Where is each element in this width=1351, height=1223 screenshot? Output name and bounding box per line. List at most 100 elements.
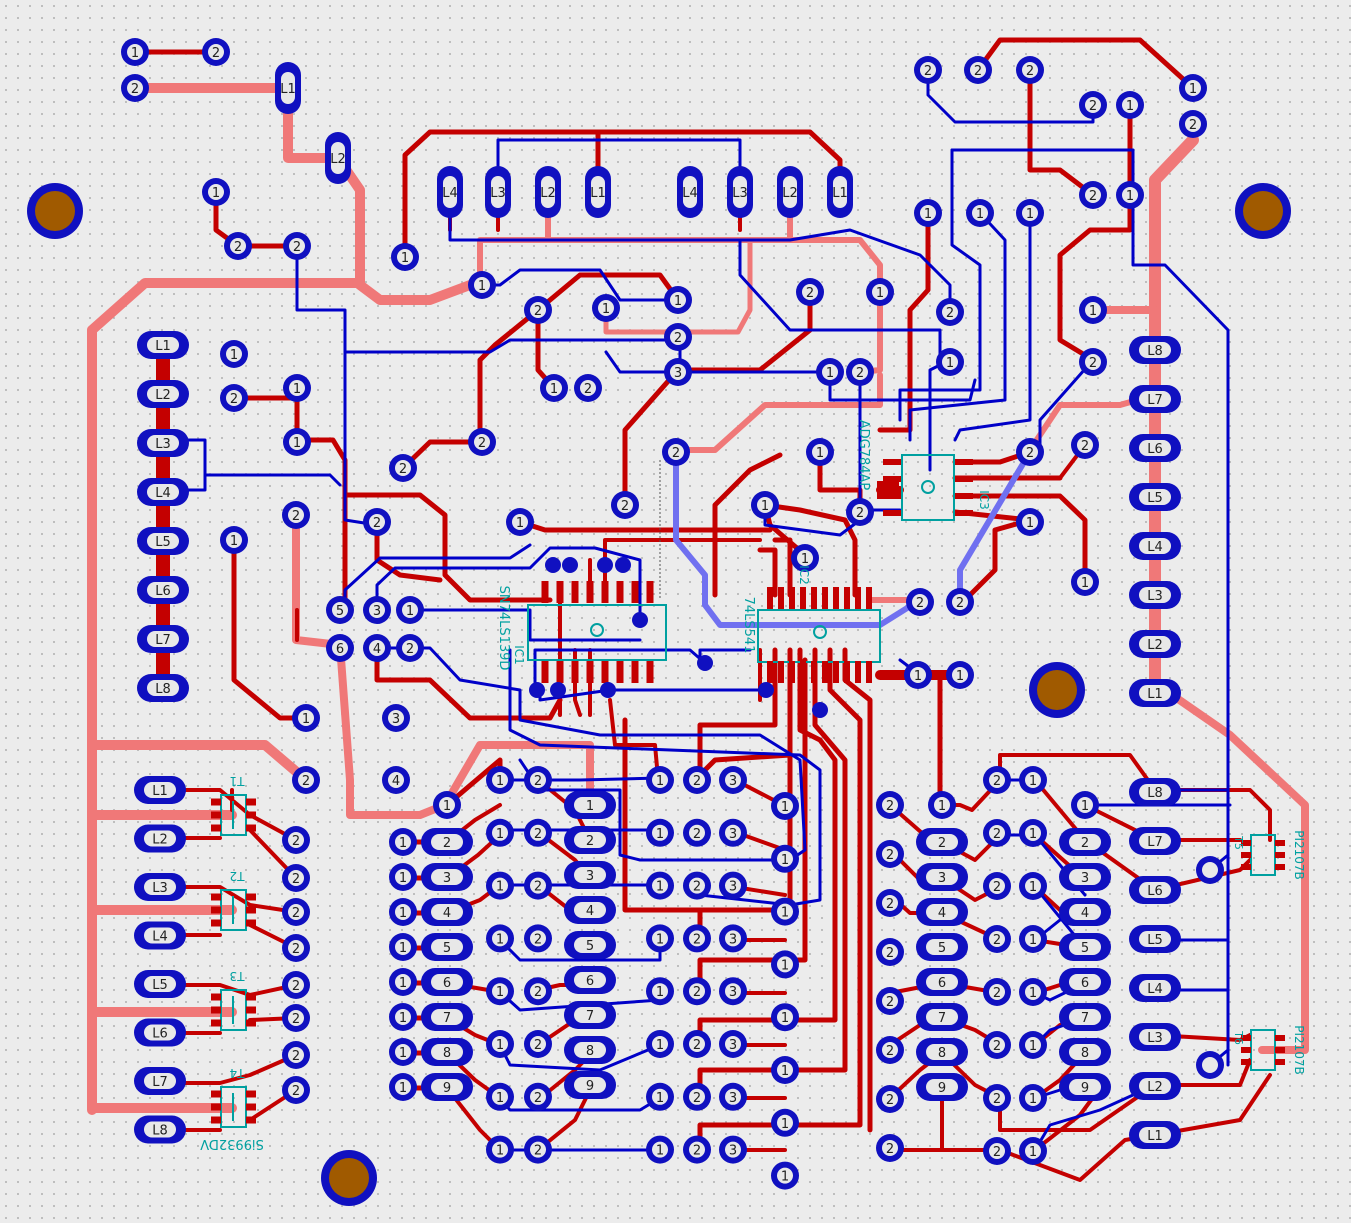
smd-pad — [877, 481, 899, 499]
pad-hole — [1185, 116, 1201, 132]
pad-hole — [1139, 784, 1171, 800]
pad-hole — [144, 1121, 176, 1138]
pad-label: 1 — [1029, 880, 1037, 895]
pad-label: L2 — [1147, 638, 1163, 653]
pad-label: L4 — [1147, 540, 1163, 555]
pad-label: 1 — [1126, 189, 1134, 204]
pad-hole — [920, 62, 936, 78]
pad-hole — [530, 930, 546, 947]
pad-hole — [332, 602, 348, 618]
pad-label: 3 — [729, 985, 737, 1000]
pad-hole — [1139, 1078, 1171, 1094]
pad-hole — [492, 824, 508, 841]
red-trace — [622, 367, 681, 508]
smd-pad — [883, 459, 901, 465]
smd-pad — [211, 906, 221, 914]
smd-pad — [1275, 1059, 1285, 1065]
pad-label: 2 — [993, 827, 1001, 842]
via — [615, 557, 631, 573]
red-trace — [757, 547, 778, 598]
pad-hole — [777, 1062, 793, 1078]
pad-label: 3 — [373, 604, 381, 619]
pad-hole — [989, 1037, 1005, 1053]
pad-hole — [926, 834, 958, 850]
pad-hole — [920, 205, 936, 221]
pad-label: 3 — [392, 712, 400, 727]
smd-pad — [1275, 852, 1285, 858]
ic-center-mark — [590, 623, 604, 637]
pad-label: 1 — [781, 800, 789, 815]
pad-label: 1 — [946, 356, 954, 371]
pad-hole — [288, 1082, 304, 1098]
pad-hole — [1077, 797, 1093, 813]
pad-hole — [1085, 302, 1101, 318]
smd-pad — [246, 993, 256, 1001]
pad-label: 1 — [496, 985, 504, 1000]
red-trace — [400, 307, 541, 471]
pad-label: 2 — [478, 436, 486, 451]
pad-hole — [926, 974, 958, 990]
pad-hole — [298, 772, 314, 788]
pad-label: 3 — [729, 1091, 737, 1106]
smd-pad — [1241, 864, 1251, 870]
blue-trace — [533, 648, 707, 692]
red-trace — [998, 1083, 1157, 1132]
pad-hole — [474, 277, 490, 293]
red-trace — [342, 492, 553, 603]
pad-hole — [574, 902, 606, 918]
pad-hole — [1139, 489, 1171, 505]
pad-hole — [530, 302, 546, 318]
pad-label: 6 — [443, 976, 451, 991]
smd-pad — [855, 587, 861, 609]
red-trace — [975, 37, 1196, 91]
pad-label: 3 — [674, 366, 682, 381]
pad-hole — [443, 176, 457, 208]
pad-label: L5 — [1147, 491, 1163, 506]
pad-hole — [289, 380, 305, 396]
pad-hole — [972, 205, 988, 221]
smd-pad — [646, 581, 654, 603]
pad-hole — [1139, 636, 1171, 652]
pad-hole — [1139, 342, 1171, 358]
pink-trace — [477, 237, 883, 375]
pad-label: L7 — [152, 1075, 168, 1090]
pad-hole — [777, 798, 793, 814]
pad-hole — [395, 974, 411, 990]
pad-label: L7 — [1147, 835, 1163, 850]
pad-hole — [388, 772, 404, 788]
pad-hole — [530, 772, 546, 788]
pad-label: 2 — [443, 836, 451, 851]
pad-hole — [574, 832, 606, 848]
pink-trace — [87, 740, 311, 785]
smd-pad — [631, 581, 639, 603]
pad-label: 2 — [292, 872, 300, 887]
smd-pad — [556, 661, 564, 683]
pad-label: 2 — [292, 1012, 300, 1027]
smd-pad — [246, 811, 256, 819]
pad-label: 2 — [302, 774, 310, 789]
red-trace — [603, 538, 762, 597]
red-trace — [535, 272, 681, 313]
pad-hole — [689, 877, 705, 894]
pad-label: 1 — [1029, 933, 1037, 948]
pad-hole — [574, 1042, 606, 1058]
pad-hole — [208, 184, 224, 200]
pad-label: 1 — [496, 774, 504, 789]
pad-label: 5 — [336, 604, 344, 619]
pad-hole — [852, 364, 868, 380]
via — [632, 612, 648, 628]
pad-label: 1 — [586, 799, 594, 814]
smd-pad — [1275, 864, 1285, 870]
pad-label: 2 — [993, 1145, 1001, 1160]
pad-hole — [332, 640, 348, 656]
pad-label: 1 — [302, 712, 310, 727]
pad-hole — [1077, 437, 1093, 453]
pad-hole — [1085, 187, 1101, 203]
smd-pad — [1275, 840, 1285, 846]
pad-label: 2 — [693, 932, 701, 947]
pad-label: 3 — [586, 869, 594, 884]
smd-pad — [211, 919, 221, 927]
red-trace — [1027, 67, 1096, 198]
pad-label: L7 — [155, 633, 171, 648]
pad-hole — [395, 939, 411, 955]
